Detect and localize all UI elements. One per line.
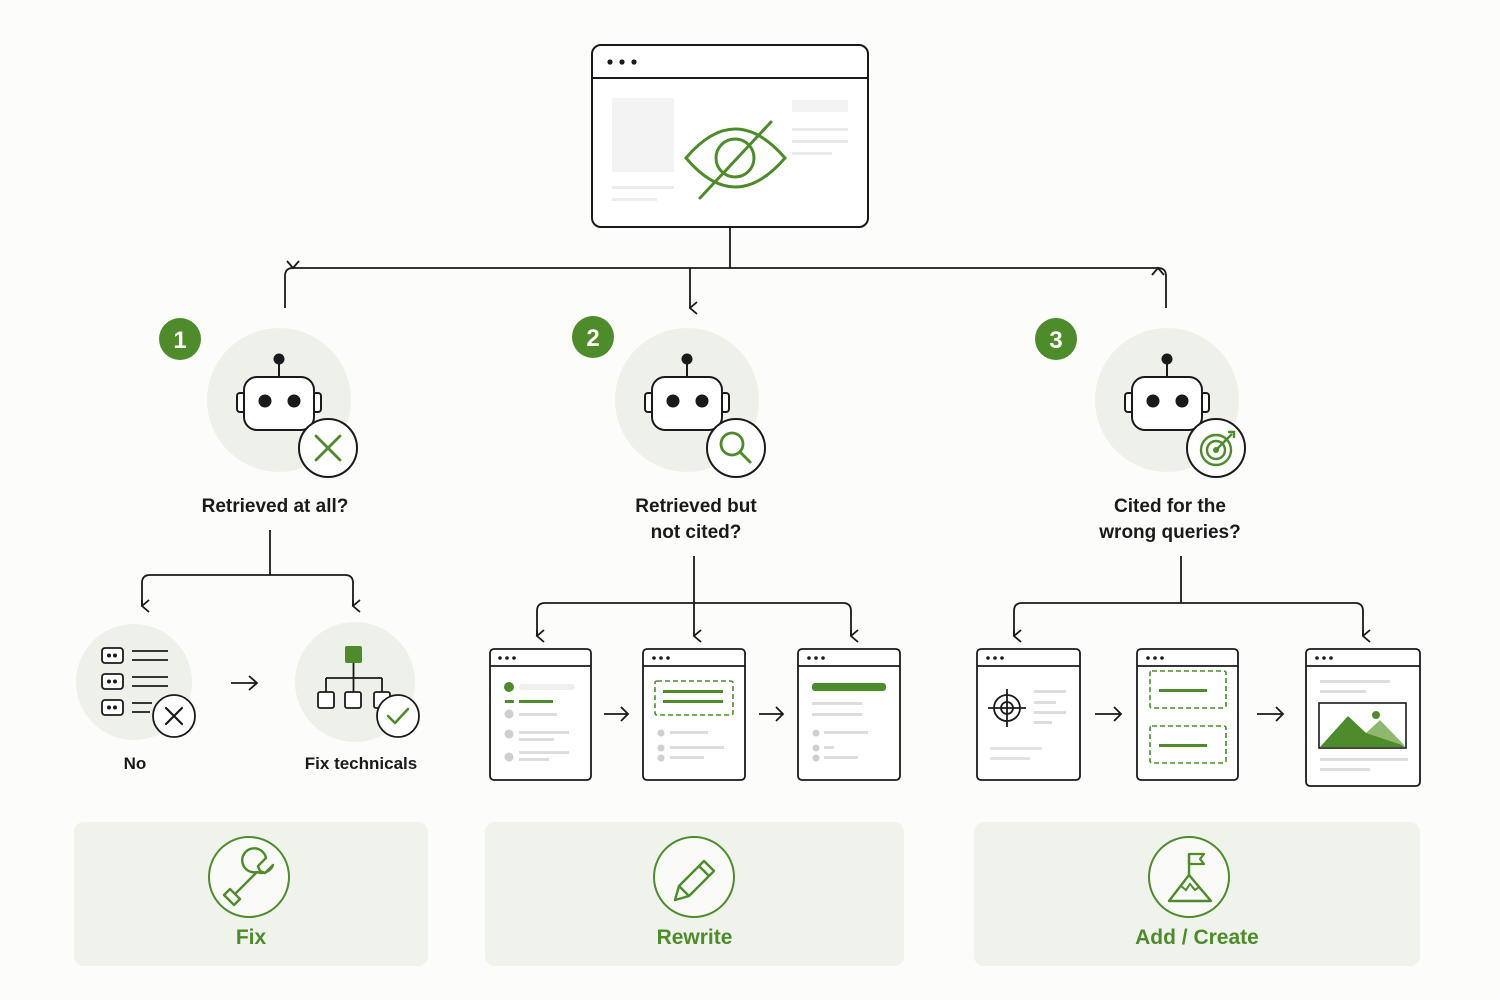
sitemap-check-icon: [295, 622, 420, 742]
action-label-fix: Fix: [235, 926, 267, 949]
x-mark-icon: [298, 418, 358, 478]
step-badge-3: 3: [1035, 318, 1077, 360]
action-card-rewrite: Rewrite: [485, 822, 904, 966]
action-card-add-create: Add / Create: [974, 822, 1420, 966]
branch-2-question-line2: not cited?: [650, 522, 742, 543]
wrench-icon: [208, 836, 290, 918]
doc-highlighted-list: [489, 648, 592, 781]
doc-crosshair: [976, 648, 1081, 781]
step-number-3: 3: [1049, 327, 1062, 354]
doc-headline-bar: [797, 648, 901, 781]
arrow-right: [759, 706, 785, 722]
hidden-eye-icon: [684, 120, 787, 200]
step-badge-2: 2: [572, 316, 614, 358]
arrow-right: [231, 675, 259, 691]
outcome-no-label: No: [123, 754, 147, 773]
action-label-add-create: Add / Create: [1135, 926, 1259, 949]
magnifier-icon: [706, 418, 766, 478]
pencil-icon: [653, 836, 735, 918]
arrow-right: [604, 706, 630, 722]
step-badge-1: 1: [159, 318, 201, 360]
doc-dashed-section: [642, 648, 746, 781]
arrow-right: [1095, 706, 1123, 722]
branch-2-question-line1: Retrieved but: [635, 496, 757, 517]
outcome-fix-technicals-label: Fix technicals: [304, 754, 418, 773]
action-card-fix: Fix: [74, 822, 428, 966]
branch-1-question: Retrieved at all?: [201, 496, 349, 517]
robot-icon: [1124, 353, 1210, 431]
root-connectors: [284, 227, 1167, 315]
target-icon: [1186, 418, 1246, 478]
branch-1-connectors: [140, 530, 361, 613]
branch-1-header: 1: [159, 318, 358, 478]
mountain-flag-icon: [1148, 836, 1230, 918]
image-placeholder-icon: [1318, 702, 1407, 749]
doc-image-page: [1305, 648, 1421, 787]
branch-3-header: 3: [1035, 318, 1246, 478]
branch-3-question-line1: Cited for the: [1114, 496, 1226, 517]
doc-dashed-sections: [1136, 648, 1239, 781]
root-browser-window: [591, 44, 869, 228]
robot-icon: [644, 353, 730, 431]
branch-3-connectors: [1012, 556, 1371, 643]
arrow-right: [1257, 706, 1285, 722]
step-number-2: 2: [586, 325, 599, 352]
action-label-rewrite: Rewrite: [656, 926, 733, 949]
list-rejected-icon: [76, 624, 196, 740]
branch-2-header: 2: [572, 316, 766, 478]
branch-2-connectors: [535, 556, 859, 643]
branch-3-question-line2: wrong queries?: [1099, 522, 1241, 543]
crosshair-icon: [988, 689, 1026, 727]
step-number-1: 1: [173, 327, 186, 354]
robot-icon: [236, 353, 322, 431]
